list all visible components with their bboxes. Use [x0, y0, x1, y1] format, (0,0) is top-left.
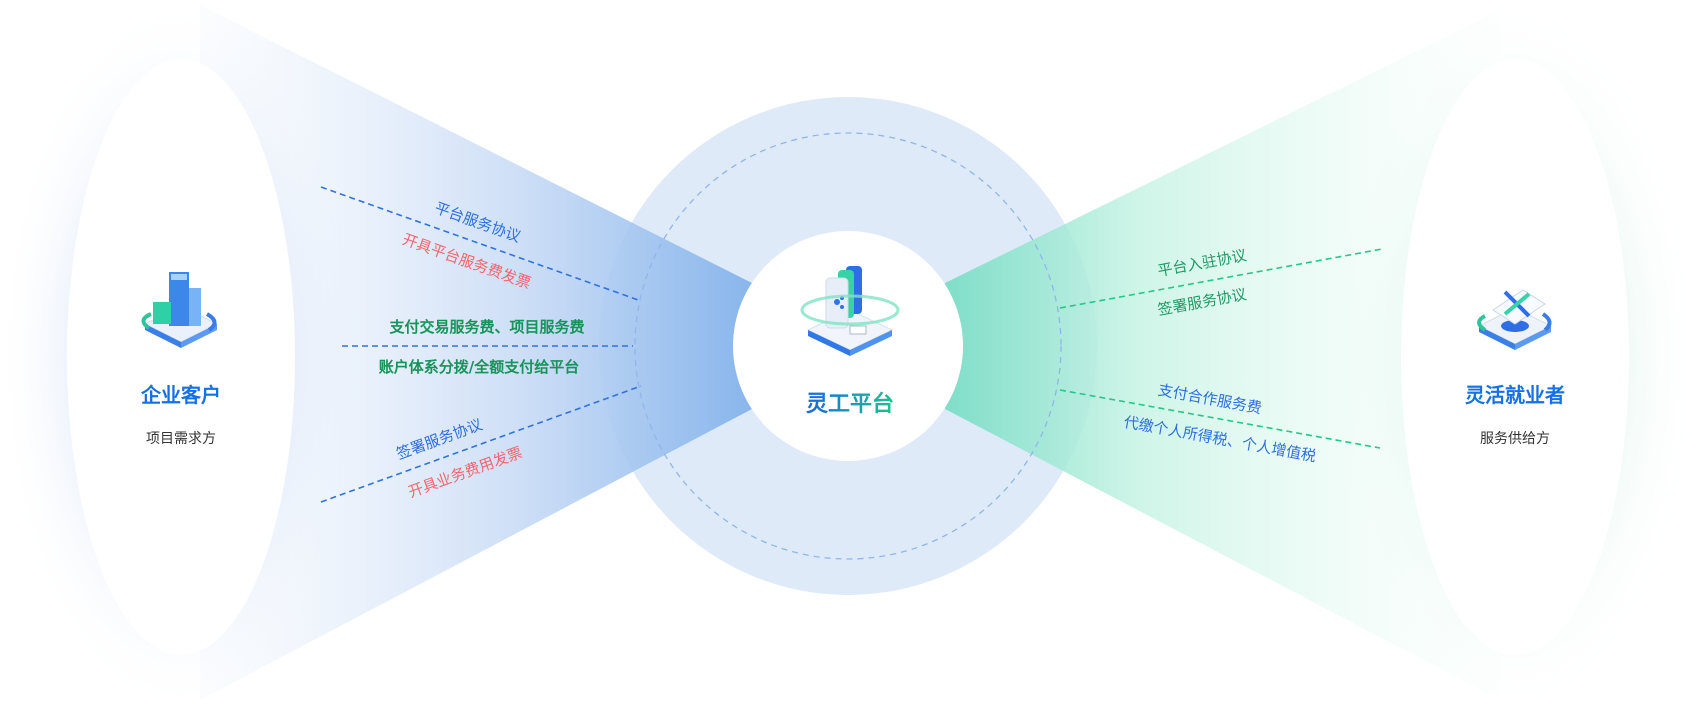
left-party-subtitle: 项目需求方	[146, 431, 216, 447]
right-party-subtitle: 服务供给方	[1480, 431, 1550, 447]
left-ellipse	[67, 59, 295, 655]
center-title: 灵工平台	[806, 391, 894, 417]
right-party-title: 灵活就业者	[1465, 383, 1565, 407]
right-ellipse	[1401, 59, 1629, 655]
right-flow-line-bottom	[1059, 389, 1381, 449]
center-dashed-ring	[634, 132, 1062, 560]
left-funnel	[200, 5, 752, 700]
left-middle-label-above: 支付交易服务费、项目服务费	[388, 318, 584, 336]
left-flow-line-bottom	[320, 385, 642, 503]
right-funnel	[945, 10, 1500, 700]
platform-server-icon	[800, 266, 900, 356]
left-middle-label-below: 账户体系分拨/全额支付给平台	[379, 358, 579, 376]
office-building-icon	[141, 272, 219, 348]
right-flow-line-top	[1059, 248, 1383, 309]
left-flow-line-top	[320, 186, 642, 302]
freelancer-document-icon	[1477, 289, 1553, 350]
left-party-title: 企业客户	[140, 383, 221, 407]
